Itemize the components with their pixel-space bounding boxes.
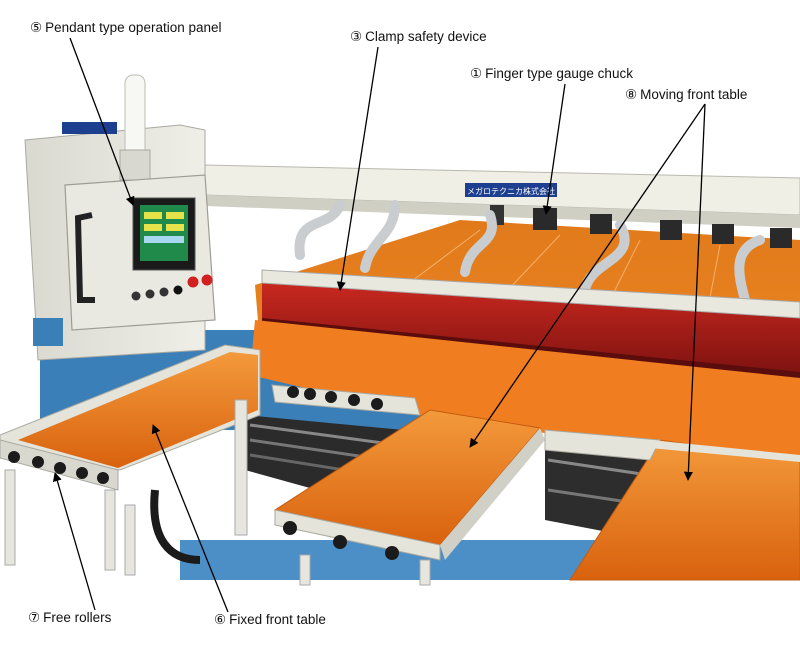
air-hoses [294, 200, 765, 305]
callout-number: ⑤ [30, 20, 43, 35]
emergency-button [201, 274, 213, 286]
callout-number: ⑦ [28, 610, 41, 625]
panel-button [131, 291, 141, 301]
roller-frame [271, 384, 421, 416]
callout-label: Moving front table [640, 87, 748, 102]
callout-label: Finger type gauge chuck [485, 66, 633, 81]
callout-label: Free rollers [43, 610, 112, 625]
callout-label: Pendant type operation panel [45, 20, 222, 35]
callout-label: Clamp safety device [365, 29, 487, 44]
arrow-gauge-chuck [542, 83, 566, 215]
callout-label: Fixed front table [229, 612, 326, 627]
fixed-front-table [0, 344, 261, 576]
arrow-free-rollers [52, 472, 96, 611]
nameplate-text: メガロテクニカ株式会社 [467, 186, 555, 196]
callout-number: ⑥ [214, 612, 227, 627]
stop-button [187, 276, 199, 288]
arrow-moving-table-right [683, 103, 706, 481]
front-deck [250, 320, 800, 470]
arrow-clamp-safety [336, 46, 379, 291]
nameplate [465, 183, 557, 197]
pendant-operation-panel [64, 174, 216, 331]
panel-button [145, 289, 155, 299]
arrow-fixed-table [151, 424, 229, 613]
panel-button [173, 285, 183, 295]
leader-arrows [52, 37, 706, 613]
callout-number: ③ [350, 29, 363, 44]
panel-button [159, 287, 169, 297]
moving-front-table-right [544, 429, 800, 581]
free-rollers-left [8, 451, 109, 484]
arrow-pendant-panel [69, 37, 135, 206]
callout-number: ⑧ [625, 87, 638, 102]
callout-number: ① [470, 66, 483, 81]
panel-handle [74, 212, 95, 303]
arrow-moving-table-center [469, 103, 706, 448]
